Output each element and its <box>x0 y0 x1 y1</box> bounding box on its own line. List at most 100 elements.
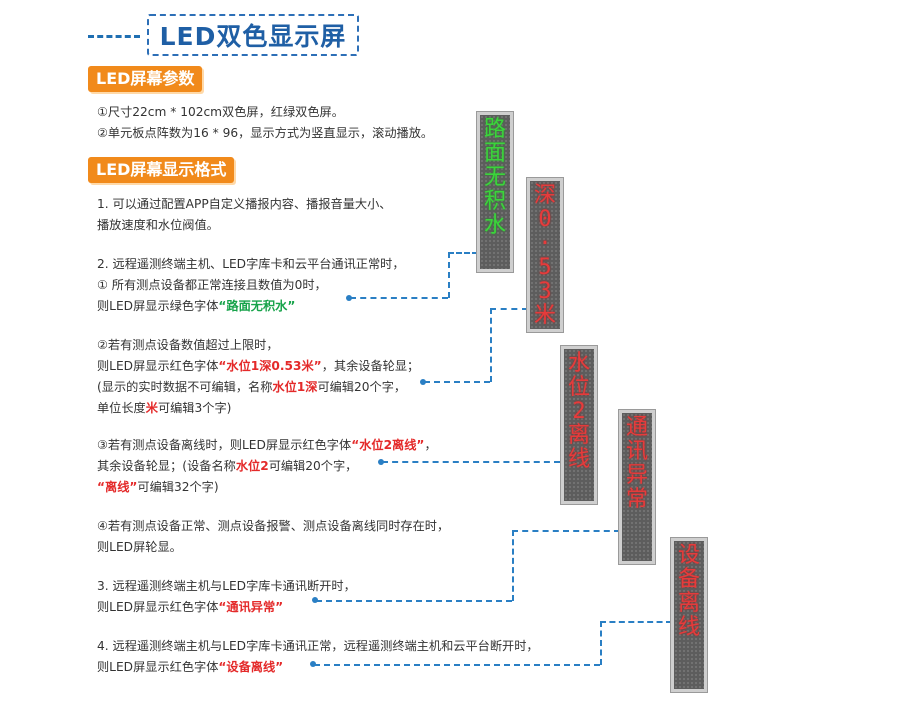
led-panel-device-offline: 设备离线 <box>671 538 707 692</box>
led-char: 通 <box>625 415 648 440</box>
format-item-6-line-1: 3. 远程遥测终端主机与LED字库卡通讯断开时， <box>97 579 356 593</box>
text: 则LED屏显示红色字体 <box>97 359 219 373</box>
param-line-1: ①尺寸22cm * 102cm双色屏，红绿双色屏。 <box>97 105 344 119</box>
led-char: 2 <box>572 399 586 424</box>
page-title: LED双色显示屏 <box>159 22 347 51</box>
format-item-4-line-1: ③若有测点设备离线时，则LED屏显示红色字体“水位2离线”， <box>97 436 437 454</box>
connector-line <box>600 621 672 623</box>
led-char: 深 <box>533 183 556 208</box>
led-char: 离 <box>567 423 590 448</box>
led-char: 水 <box>483 213 506 238</box>
led-char: · <box>538 231 552 256</box>
format-item-3-line-1: ②若有测点设备数值超过上限时， <box>97 338 279 352</box>
led-char: 路 <box>483 117 506 142</box>
highlight-red: 米 <box>145 401 158 415</box>
format-item-1-line-1: 1. 可以通过配置APP自定义播报内容、播报音量大小、 <box>97 197 392 211</box>
format-item-2-line-1: 2. 远程遥测终端主机、LED字库卡和云平台通讯正常时， <box>97 257 405 271</box>
connector-line <box>314 664 600 666</box>
connector-dot <box>420 379 426 385</box>
text: ③若有测点设备离线时，则LED屏显示红色字体 <box>97 438 352 452</box>
highlight-red: “水位1深0.53米” <box>218 359 322 373</box>
connector-line <box>316 600 512 602</box>
led-char: 积 <box>483 189 506 214</box>
connector-dot <box>346 295 352 301</box>
format-item-1-line-2: 播放速度和水位阀值。 <box>97 218 219 232</box>
param-line-2: ②单元板点阵数为16 * 96，显示方式为竖直显示，滚动播放。 <box>97 126 434 140</box>
connector-line <box>600 621 602 665</box>
title-dash-line <box>88 35 140 38</box>
connector-dot <box>378 459 384 465</box>
text: (显示的实时数据不可编辑，名称 <box>97 380 273 394</box>
led-char: 5 <box>538 255 552 280</box>
text: ，其余设备轮显； <box>321 359 420 373</box>
text: 可编辑20个字， <box>268 459 358 473</box>
text: 可编辑3个字) <box>157 401 232 415</box>
led-char: 0 <box>538 207 552 232</box>
title-box: LED双色显示屏 <box>147 14 359 56</box>
section-tag-format: LED屏幕显示格式 <box>88 157 235 183</box>
highlight-red: “离线” <box>97 480 138 494</box>
format-item-5-line-1: ④若有测点设备正常、测点设备报警、测点设备离线同时存在时， <box>97 519 450 533</box>
text: 则LED屏显示红色字体 <box>97 660 219 674</box>
connector-line <box>512 530 620 532</box>
led-char: 异 <box>625 463 648 488</box>
format-item-7-line-2: 则LED屏显示红色字体“设备离线” <box>97 658 283 676</box>
connector-dot <box>310 661 316 667</box>
section-tag-params: LED屏幕参数 <box>88 66 203 92</box>
format-item-3-line-3: (显示的实时数据不可编辑，名称水位1深可编辑20个字， <box>97 378 406 396</box>
text: 则LED屏显示红色字体 <box>97 600 219 614</box>
led-char: 面 <box>483 141 506 166</box>
led-panel-road-clear: 路面无积水 <box>477 112 513 272</box>
format-item-2-line-3: 则LED屏显示绿色字体“路面无积水” <box>97 297 295 315</box>
led-char: 水 <box>567 351 590 376</box>
led-char: 米 <box>533 303 556 328</box>
connector-line <box>448 252 450 298</box>
led-char: 无 <box>483 165 506 190</box>
text: ， <box>424 438 437 452</box>
format-item-4-line-2: 其余设备轮显；(设备名称水位2可编辑20个字， <box>97 457 357 475</box>
led-char: 线 <box>677 615 700 640</box>
connector-line <box>350 297 448 299</box>
led-char: 讯 <box>625 439 648 464</box>
connector-line <box>424 381 490 383</box>
format-item-7-line-1: 4. 远程遥测终端主机与LED字库卡通讯正常，远程遥测终端主机和云平台断开时， <box>97 639 539 653</box>
highlight-green: “路面无积水” <box>218 299 296 313</box>
text: 单位长度 <box>97 401 146 415</box>
format-item-3-line-4: 单位长度米可编辑3个字) <box>97 399 231 417</box>
format-item-3-line-2: 则LED屏显示红色字体“水位1深0.53米”，其余设备轮显； <box>97 357 419 375</box>
led-text-red: 设备离线 <box>674 544 704 640</box>
highlight-red: 水位1深 <box>272 380 318 394</box>
connector-line <box>382 461 560 463</box>
format-item-5-line-2: 则LED屏轮显。 <box>97 540 182 554</box>
led-char: 备 <box>677 567 700 592</box>
highlight-red: 水位2 <box>235 459 269 473</box>
text: 可编辑32个字) <box>137 480 219 494</box>
led-char: 离 <box>677 591 700 616</box>
led-text-green: 路面无积水 <box>480 118 510 238</box>
format-item-4-line-3: “离线”可编辑32个字) <box>97 478 219 496</box>
led-char: 线 <box>567 447 590 472</box>
connector-line <box>448 252 478 254</box>
led-text-red: 通讯异常 <box>622 416 652 512</box>
led-panel-comm-error: 通讯异常 <box>619 410 655 564</box>
led-char: 位 <box>567 375 590 400</box>
highlight-red: “设备离线” <box>218 660 284 674</box>
connector-dot <box>312 597 318 603</box>
connector-line <box>490 308 492 382</box>
led-char: 3 <box>538 279 552 304</box>
highlight-red: “通讯异常” <box>218 600 284 614</box>
connector-line <box>490 308 528 310</box>
highlight-red: “水位2离线” <box>351 438 425 452</box>
led-char: 设 <box>677 543 700 568</box>
led-char: 常 <box>625 487 648 512</box>
text: 则LED屏显示绿色字体 <box>97 299 219 313</box>
format-item-6-line-2: 则LED屏显示红色字体“通讯异常” <box>97 598 283 616</box>
connector-line <box>512 530 514 601</box>
text: 可编辑20个字， <box>317 380 407 394</box>
text: 其余设备轮显；(设备名称 <box>97 459 236 473</box>
format-item-2-line-2: ① 所有测点设备都正常连接且数值为0时， <box>97 278 327 292</box>
